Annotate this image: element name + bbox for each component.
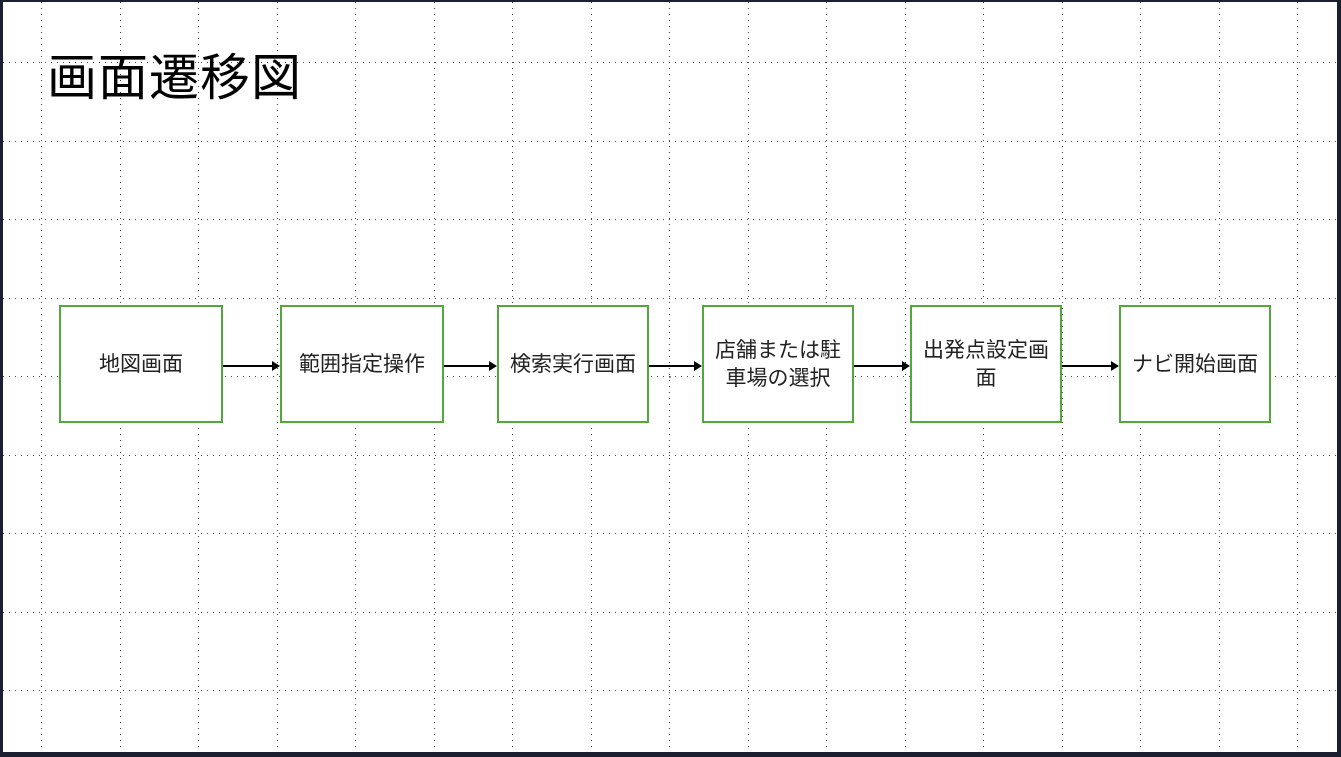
grid-line-horizontal xyxy=(3,611,1337,613)
slide: 画面遷移図 地図画面 範囲指定操作 検索実行画面 店舗または駐車場の選択 出発点… xyxy=(3,2,1337,752)
grid-line-horizontal xyxy=(3,533,1337,534)
grid-line-horizontal xyxy=(3,219,1337,220)
grid-line-horizontal xyxy=(3,376,1337,377)
grid-line-horizontal xyxy=(3,140,1337,142)
arrow-connector xyxy=(444,361,497,371)
step-label: 検索実行画面 xyxy=(510,352,636,376)
step-box-search-screen[interactable]: 検索実行画面 xyxy=(497,305,649,423)
grid-line-vertical xyxy=(276,2,278,752)
grid-line-vertical xyxy=(669,2,670,752)
arrow-connector xyxy=(649,361,702,371)
step-label: 範囲指定操作 xyxy=(299,352,425,376)
grid-line-vertical xyxy=(41,2,42,752)
step-label: 出発点設定画面 xyxy=(923,338,1049,390)
grid-line-vertical xyxy=(1061,2,1063,752)
step-box-navi-start[interactable]: ナビ開始画面 xyxy=(1119,305,1271,423)
step-box-range-select[interactable]: 範囲指定操作 xyxy=(280,305,444,423)
page-title: 画面遷移図 xyxy=(47,49,302,107)
step-box-map-screen[interactable]: 地図画面 xyxy=(59,305,223,423)
grid-line-horizontal xyxy=(3,297,1337,299)
step-box-store-parking-select[interactable]: 店舗または駐車場の選択 xyxy=(702,305,854,423)
arrow-connector xyxy=(1062,361,1119,371)
grid-line-vertical xyxy=(904,2,906,752)
grid-line-horizontal xyxy=(3,454,1337,456)
step-label: 店舗または駐車場の選択 xyxy=(715,338,841,390)
grid-line-vertical xyxy=(1297,2,1298,752)
grid-line-horizontal xyxy=(3,62,1337,63)
step-label: 地図画面 xyxy=(99,352,183,376)
step-box-origin-setting[interactable]: 出発点設定画面 xyxy=(910,305,1062,423)
arrow-connector xyxy=(223,361,280,371)
grid-line-horizontal xyxy=(3,690,1337,691)
step-label: ナビ開始画面 xyxy=(1132,352,1258,376)
arrow-connector xyxy=(854,361,910,371)
